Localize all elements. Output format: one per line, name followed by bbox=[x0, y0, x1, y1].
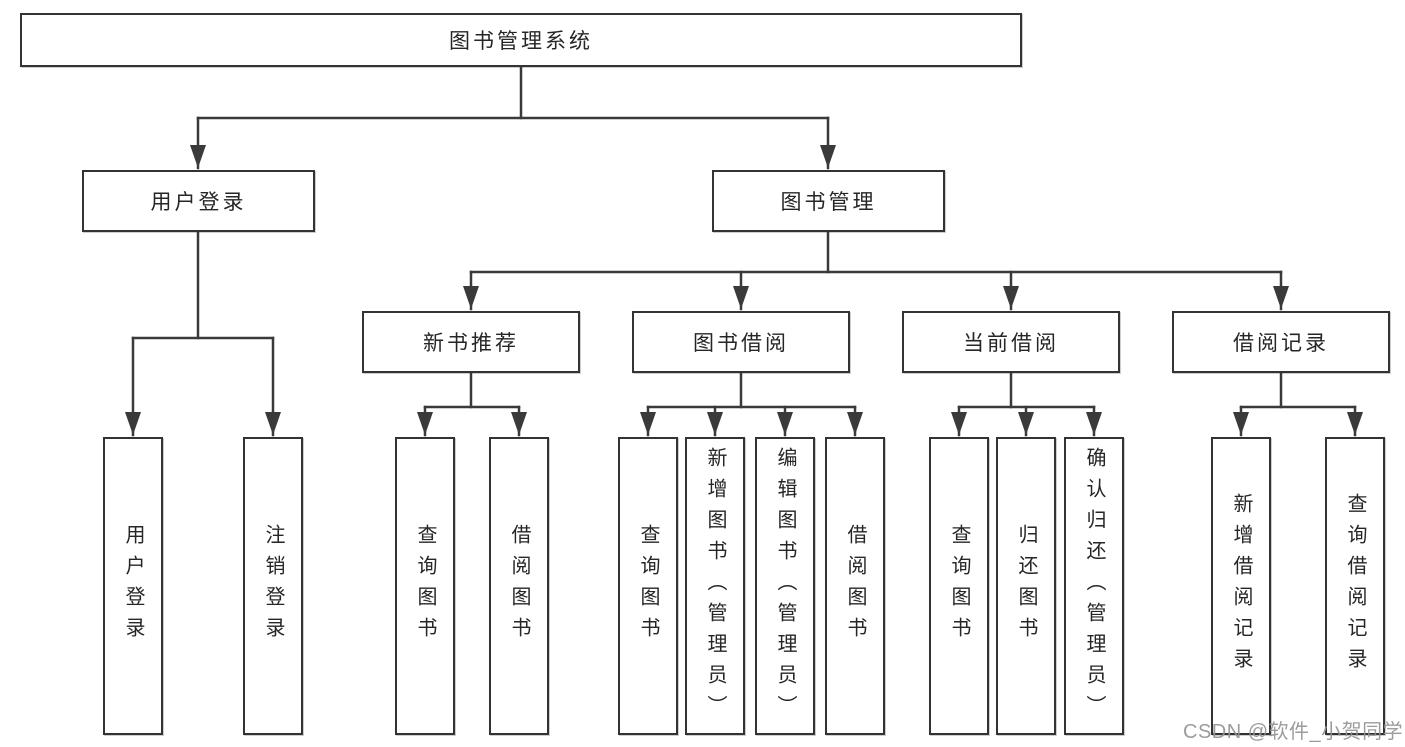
leaf-label: 归还图书 bbox=[1015, 524, 1037, 648]
node-current-borrow: 当前借阅 bbox=[902, 311, 1120, 373]
leaf-borrow-add-book-admin: 新增图书（管理员） bbox=[685, 437, 745, 735]
leaf-label: 确认归还（管理员） bbox=[1083, 446, 1105, 726]
leaf-recommend-borrow-book: 借阅图书 bbox=[489, 437, 549, 735]
leaf-label: 编辑图书（管理员） bbox=[774, 446, 796, 726]
leaf-borrow-borrow-book: 借阅图书 bbox=[825, 437, 885, 735]
node-new-book-recommend: 新书推荐 bbox=[362, 311, 580, 373]
node-label: 图书管理 bbox=[780, 191, 877, 214]
leaf-label: 新增图书（管理员） bbox=[704, 446, 726, 726]
leaf-recommend-query-book: 查询图书 bbox=[395, 437, 455, 735]
node-label: 当前借阅 bbox=[963, 332, 1059, 355]
leaf-current-return-book: 归还图书 bbox=[996, 437, 1056, 735]
leaf-label: 查询图书 bbox=[948, 524, 970, 648]
node-book-management: 图书管理 bbox=[712, 170, 945, 232]
leaf-label: 用户登录 bbox=[122, 524, 144, 648]
leaf-borrow-edit-book-admin: 编辑图书（管理员） bbox=[755, 437, 815, 735]
leaf-user-login: 用户登录 bbox=[103, 437, 163, 735]
leaf-label: 查询图书 bbox=[637, 524, 659, 648]
node-library-system-root: 图书管理系统 bbox=[20, 13, 1022, 67]
leaf-logout: 注销登录 bbox=[243, 437, 303, 735]
leaf-records-add-record: 新增借阅记录 bbox=[1211, 437, 1271, 735]
leaf-label: 借阅图书 bbox=[508, 524, 530, 648]
node-label: 借阅记录 bbox=[1233, 332, 1329, 355]
leaf-label: 查询借阅记录 bbox=[1344, 493, 1366, 679]
node-borrow-records: 借阅记录 bbox=[1172, 311, 1390, 373]
node-label: 用户登录 bbox=[150, 191, 247, 214]
node-label: 图书借阅 bbox=[693, 332, 789, 355]
leaf-label: 借阅图书 bbox=[844, 524, 866, 648]
leaf-label: 查询图书 bbox=[414, 524, 436, 648]
leaf-label: 新增借阅记录 bbox=[1230, 493, 1252, 679]
node-user-login: 用户登录 bbox=[82, 170, 315, 232]
leaf-current-confirm-return-admin: 确认归还（管理员） bbox=[1064, 437, 1124, 735]
node-label: 新书推荐 bbox=[423, 332, 519, 355]
csdn-watermark: CSDN @软件_小贺同学 bbox=[1183, 721, 1404, 743]
node-book-borrow: 图书借阅 bbox=[632, 311, 850, 373]
node-label: 图书管理系统 bbox=[449, 30, 593, 53]
leaf-borrow-query-book: 查询图书 bbox=[618, 437, 678, 735]
leaf-label: 注销登录 bbox=[262, 524, 284, 648]
leaf-records-query-record: 查询借阅记录 bbox=[1325, 437, 1385, 735]
leaf-current-query-book: 查询图书 bbox=[929, 437, 989, 735]
